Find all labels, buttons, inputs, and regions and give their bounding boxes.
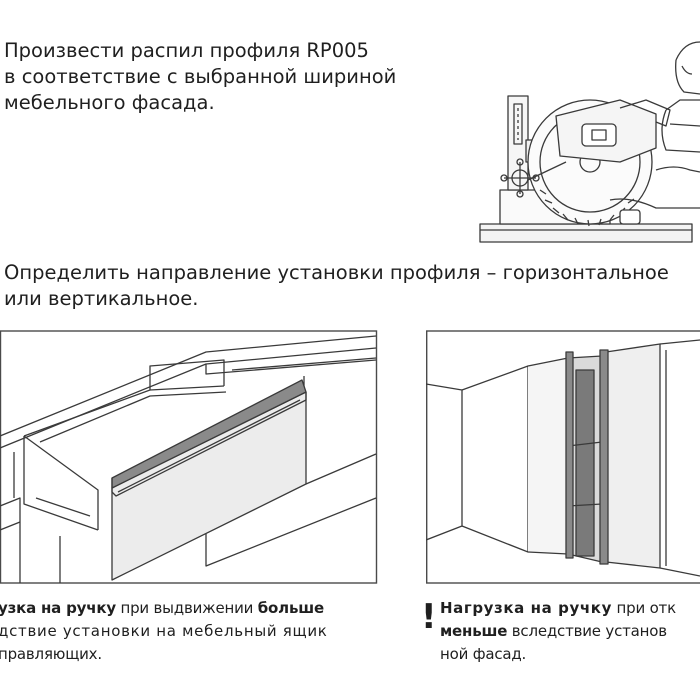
step2-line2: или вертикальное.	[4, 287, 199, 310]
left-note: узка на ручку при выдвижении больше дств…	[0, 597, 328, 666]
right-note-line2: меньше вследствие установ	[440, 620, 676, 643]
left-note-bold1: узка на ручку	[0, 599, 116, 617]
step1-line1: Произвести распил профиля RP005	[4, 39, 369, 62]
right-note-line1: Нагрузка на ручку при отк	[440, 597, 676, 620]
step2-line1: Определить направление установки профиля…	[4, 261, 669, 284]
miter-saw-illustration	[479, 41, 700, 243]
step1-line3: мебельного фасада.	[4, 91, 215, 114]
right-note-text2: вследствие установ	[507, 622, 667, 640]
step1-line2: в соответствие с выбранной шириной	[4, 65, 397, 88]
left-note-bold2: больше	[257, 599, 324, 617]
right-note: Нагрузка на ручку при отк меньше вследст…	[440, 597, 676, 666]
step2-text: Определить направление установки профиля…	[4, 260, 669, 312]
vertical-facade-illustration	[426, 330, 700, 584]
left-note-line2: дствие установки на мебельный ящик	[0, 622, 328, 640]
right-note-bold1: Нагрузка на ручку	[440, 599, 612, 617]
warning-mark: !	[421, 597, 437, 637]
left-note-line3: правляющих.	[0, 645, 102, 663]
right-note-line3: ной фасад.	[440, 645, 527, 663]
left-note-line1: узка на ручку при выдвижении больше	[0, 597, 328, 620]
horizontal-drawer-illustration	[0, 330, 378, 584]
left-note-text1: при выдвижении	[115, 599, 258, 617]
step1-text: Произвести распил профиля RP005 в соотве…	[4, 38, 396, 116]
right-note-text1: при отк	[611, 599, 677, 617]
right-note-bold2: меньше	[440, 622, 508, 640]
